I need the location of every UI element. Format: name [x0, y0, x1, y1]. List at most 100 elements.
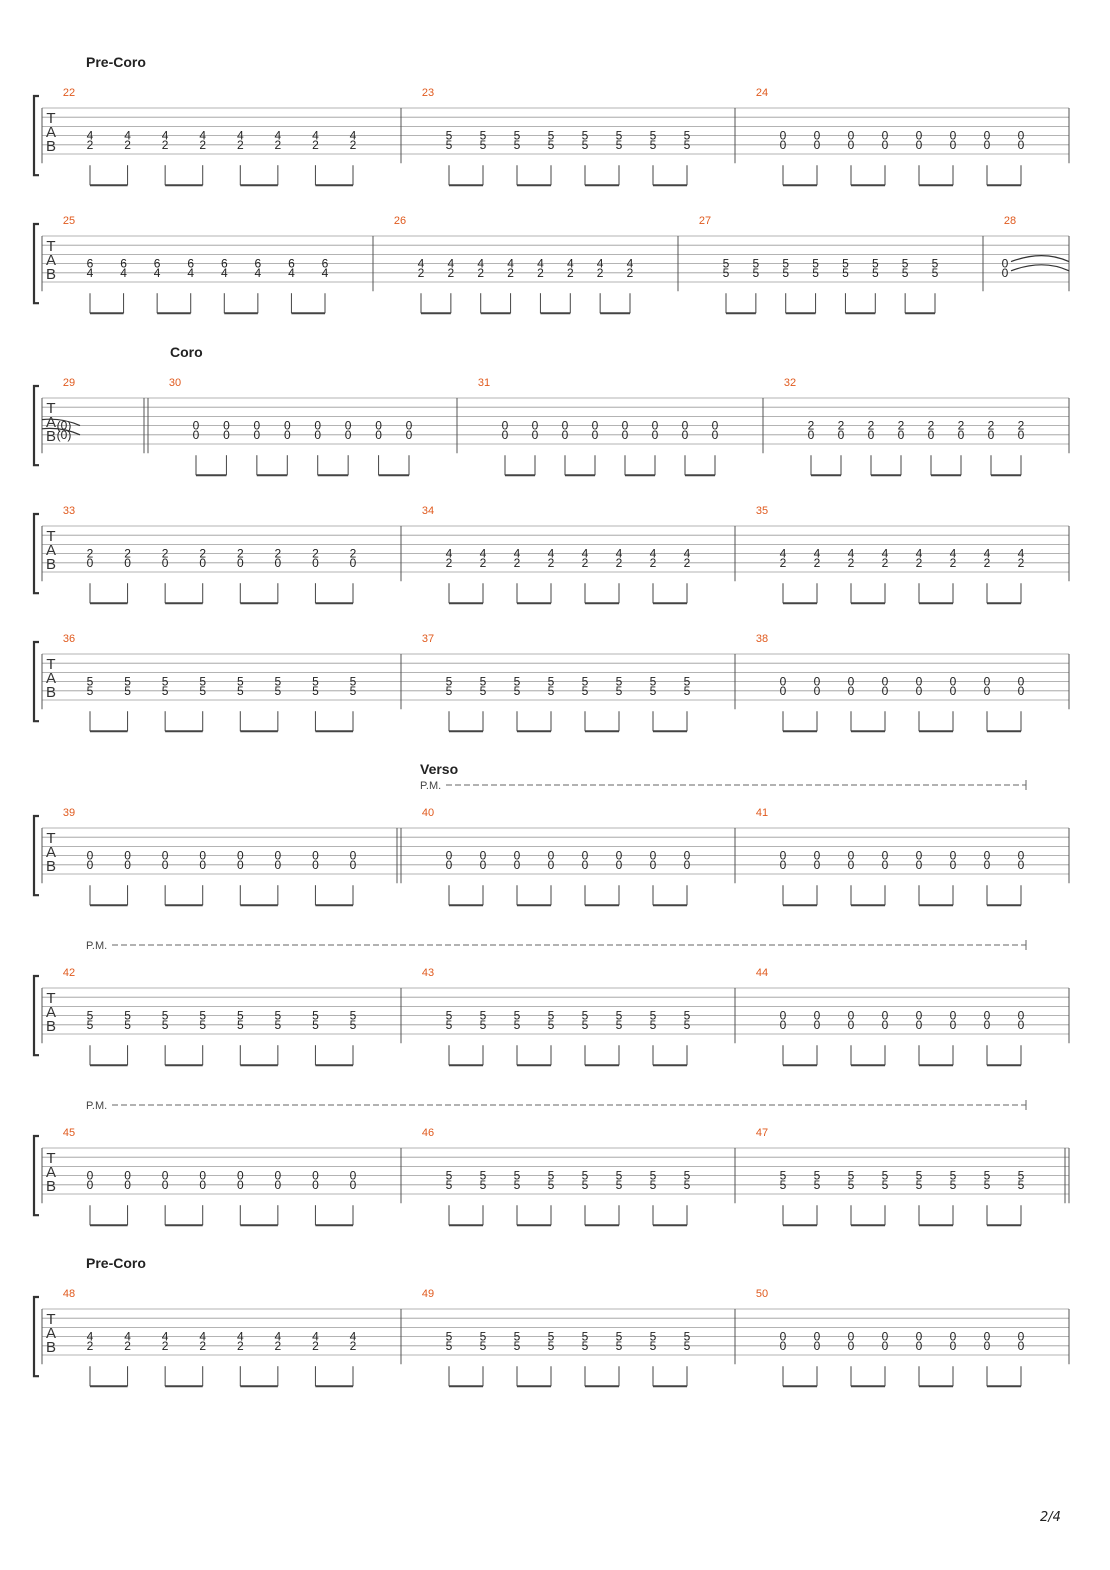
fret-number-upper: 4: [780, 547, 787, 561]
fret-number-lower: 5: [446, 1018, 453, 1032]
fret-number-upper: 0: [480, 849, 487, 863]
fret-number-upper: 0: [682, 419, 689, 433]
fret-number-upper: 6: [255, 257, 262, 271]
fret-number-lower: 0: [345, 428, 352, 442]
fret-number-upper: 5: [650, 1009, 657, 1023]
fret-number-upper: 4: [882, 547, 889, 561]
system-bracket: [32, 814, 39, 897]
fret-number-upper: 0: [984, 129, 991, 143]
fret-number-lower: 2: [548, 556, 555, 570]
fret-number-lower: 0: [916, 858, 923, 872]
fret-number-upper: 0: [848, 129, 855, 143]
tab-clef-letter: A: [46, 252, 56, 269]
measure-number: 23: [422, 87, 434, 99]
fret-number-lower: 0: [814, 858, 821, 872]
fret-number-lower: 0: [984, 1018, 991, 1032]
fret-number-upper: 0: [312, 1169, 319, 1183]
fret-number-lower: 0: [950, 1018, 957, 1032]
fret-number-lower: 0: [237, 858, 244, 872]
fret-number-upper: 5: [548, 1009, 555, 1023]
fret-number-upper: 5: [480, 675, 487, 689]
fret-number-upper: 0: [848, 849, 855, 863]
fret-number-upper: 5: [480, 1330, 487, 1344]
fret-number-lower: 0: [780, 684, 787, 698]
fret-number-upper: 5: [548, 1169, 555, 1183]
fret-number-lower: 0: [254, 428, 261, 442]
fret-number-upper: 4: [446, 547, 453, 561]
fret-number-upper: 4: [684, 547, 691, 561]
fret-number-upper: 4: [199, 129, 206, 143]
fret-number-lower: 5: [514, 1339, 521, 1353]
fret-number-upper: 0: [950, 849, 957, 863]
fret-number-lower: 5: [932, 266, 939, 280]
fret-number-upper: 0: [1018, 1009, 1025, 1023]
fret-number-upper: 5: [237, 675, 244, 689]
fret-number-upper: 2: [199, 547, 206, 561]
measure-number: 46: [422, 1127, 434, 1139]
fret-number-lower: 5: [984, 1178, 991, 1192]
fret-number-lower: 5: [350, 684, 357, 698]
fret-number-lower: 2: [275, 138, 282, 152]
fret-number-upper: 0: [199, 849, 206, 863]
fret-number-lower: 4: [187, 266, 194, 280]
fret-number-upper: 5: [616, 1169, 623, 1183]
fret-number-lower: 2: [87, 138, 94, 152]
fret-number-lower: 2: [312, 1339, 319, 1353]
fret-number-upper: 4: [350, 129, 357, 143]
tab-clef-letter: B: [46, 858, 56, 875]
fret-number-lower: 0: [592, 428, 599, 442]
fret-number-lower: 0: [237, 556, 244, 570]
measure-number: 40: [422, 807, 434, 819]
fret-number-lower: 2: [237, 138, 244, 152]
fret-number-lower: 0: [882, 1339, 889, 1353]
fret-number-lower: 0: [548, 858, 555, 872]
fret-number-upper: 0: [712, 419, 719, 433]
tab-clef-letter: T: [46, 656, 55, 673]
fret-number-lower: 5: [446, 1178, 453, 1192]
fret-number-lower: 5: [616, 1018, 623, 1032]
fret-number-upper: 0: [814, 1009, 821, 1023]
fret-number-lower: 0: [275, 858, 282, 872]
fret-number-upper: 5: [582, 1169, 589, 1183]
fret-number-upper: 5: [684, 129, 691, 143]
measure-number: 39: [63, 807, 75, 819]
fret-number-upper: 0: [514, 849, 521, 863]
fret-number-upper: 0: [1018, 675, 1025, 689]
fret-number-upper: 5: [684, 1009, 691, 1023]
fret-number-lower: 0: [682, 428, 689, 442]
fret-number-upper: 5: [582, 1330, 589, 1344]
fret-number-lower: 5: [882, 1178, 889, 1192]
fret-number-upper: 2: [898, 419, 905, 433]
fret-number-upper: 5: [932, 257, 939, 271]
measure-number: 44: [756, 967, 768, 979]
measure-number: 36: [63, 633, 75, 645]
fret-number-upper: 0: [1002, 257, 1009, 271]
tab-clef-letter: A: [46, 1164, 56, 1181]
fret-number-lower: 0: [1018, 684, 1025, 698]
fret-number-lower: 0: [502, 428, 509, 442]
fret-number-upper: 0: [916, 675, 923, 689]
tab-clef-letter: T: [46, 1311, 55, 1328]
tie-arc: [1010, 255, 1070, 263]
fret-number-lower: 5: [237, 1018, 244, 1032]
tab-clef-letter: B: [46, 138, 56, 155]
fret-number-lower: 5: [684, 1339, 691, 1353]
tab-clef-letter: T: [46, 400, 55, 417]
measure-number: 38: [756, 633, 768, 645]
fret-number-lower: 0: [780, 1339, 787, 1353]
fret-number-lower: 0: [350, 858, 357, 872]
fret-number-upper: 5: [872, 257, 879, 271]
fret-number-lower: 5: [446, 684, 453, 698]
fret-number-upper: 5: [616, 1330, 623, 1344]
fret-number-lower: 2: [507, 266, 514, 280]
fret-number-upper: 4: [448, 257, 455, 271]
fret-number-upper: 0: [652, 419, 659, 433]
fret-number-lower: 2: [237, 1339, 244, 1353]
fret-number-upper: 2: [838, 419, 845, 433]
fret-number-upper: 5: [446, 1330, 453, 1344]
fret-number-lower: 5: [162, 684, 169, 698]
fret-number-lower: 5: [848, 1178, 855, 1192]
fret-number-upper: 0: [882, 675, 889, 689]
fret-number-upper: 0: [882, 1330, 889, 1344]
fret-number-upper: 4: [597, 257, 604, 271]
